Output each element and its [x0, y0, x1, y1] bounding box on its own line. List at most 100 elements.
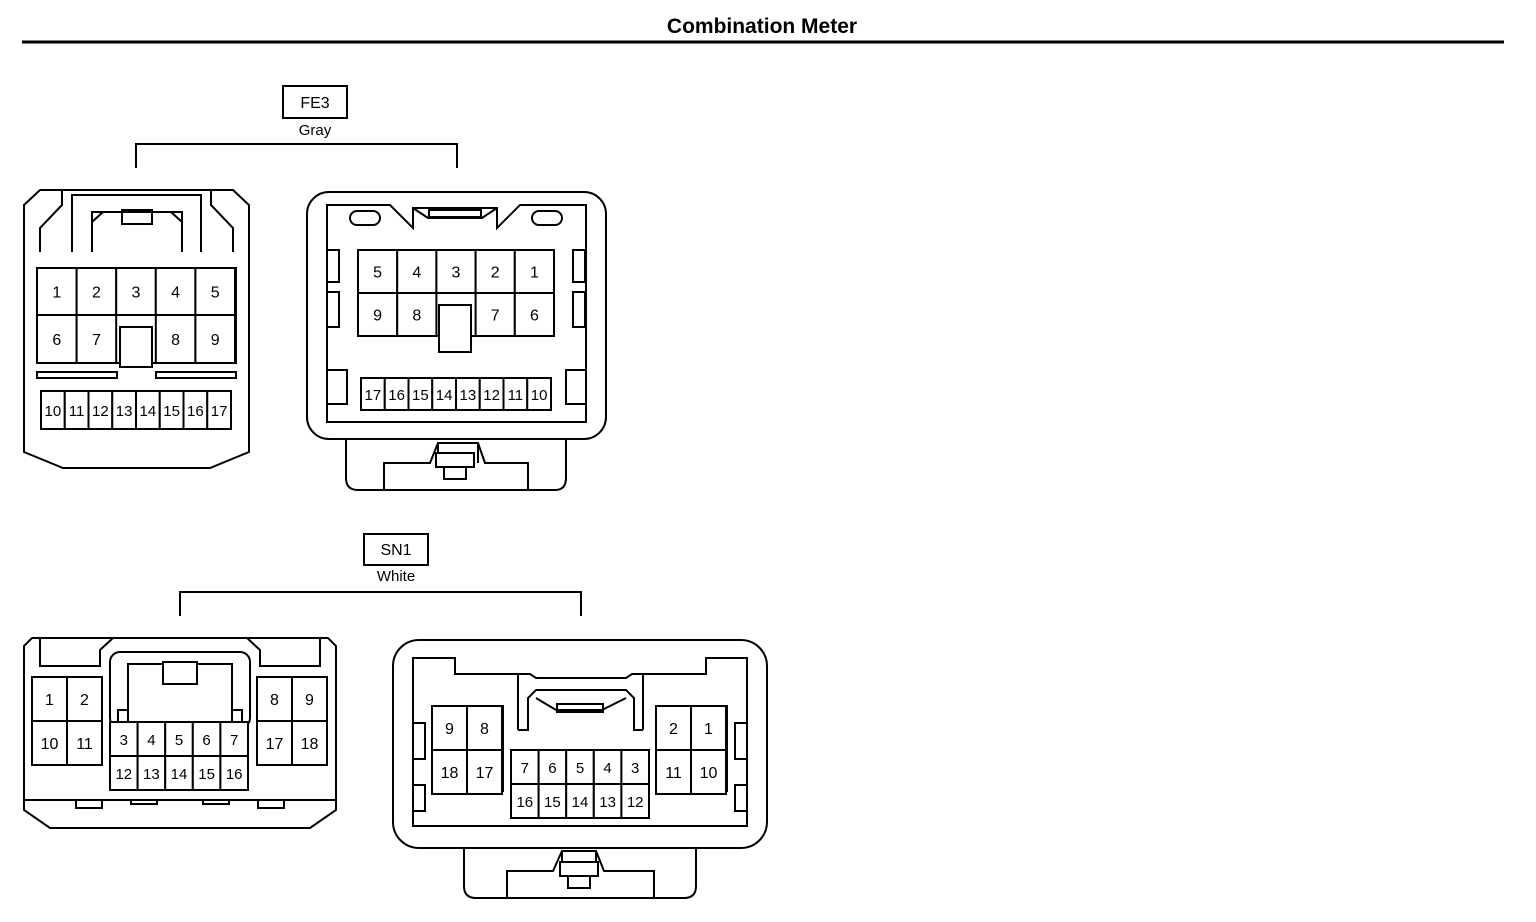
fe3-male-housing	[306, 191, 607, 491]
pin-cavity	[194, 267, 236, 316]
pin-number: 8	[412, 308, 421, 325]
pin-number: 13	[599, 794, 616, 811]
page-title: Combination Meter	[667, 15, 857, 38]
pin-number: 8	[480, 721, 489, 738]
connector-code: FE3	[300, 95, 329, 112]
pin-number: 8	[171, 332, 180, 349]
pin-number: 14	[572, 794, 589, 811]
connector-color: Gray	[299, 122, 332, 139]
pin-number: 13	[116, 403, 133, 420]
pin-number: 4	[147, 732, 155, 749]
pin-cavity	[256, 676, 293, 722]
pin-number: 15	[412, 387, 429, 404]
pin-number: 14	[171, 766, 188, 783]
pin-number: 7	[92, 332, 101, 349]
pin-number: 16	[388, 387, 405, 404]
pin-cavity	[537, 783, 568, 819]
pin-number: 2	[92, 285, 101, 302]
pin-cavity	[431, 749, 468, 795]
pin-number: 9	[305, 692, 314, 709]
pin-number: 16	[226, 766, 243, 783]
pin-number: 6	[202, 732, 210, 749]
pin-number: 14	[436, 387, 453, 404]
pin-number: 15	[163, 403, 180, 420]
connector-code-box	[363, 533, 429, 566]
pin-number: 1	[52, 285, 61, 302]
pin-number: 12	[92, 403, 109, 420]
pin-cavity	[513, 292, 555, 337]
pin-cavity	[219, 755, 249, 791]
pin-number: 10	[531, 387, 548, 404]
pin-cavity	[435, 249, 477, 294]
pin-cavity	[565, 783, 595, 819]
pin-cavity	[154, 314, 197, 364]
pin-number: 4	[171, 285, 180, 302]
pin-number: 15	[198, 766, 215, 783]
pin-number: 16	[516, 794, 533, 811]
pin-number: 1	[45, 692, 54, 709]
pin-number: 14	[140, 403, 157, 420]
pin-cavity	[474, 292, 516, 337]
pin-number: 17	[365, 387, 382, 404]
pin-number: 12	[627, 794, 644, 811]
pin-number: 13	[460, 387, 477, 404]
pin-number: 7	[491, 308, 500, 325]
pin-cavity	[620, 783, 651, 819]
pin-number: 11	[508, 387, 524, 404]
pin-number: 12	[115, 766, 132, 783]
pin-cavity	[31, 720, 68, 766]
pin-number: 5	[373, 265, 382, 282]
pin-cavity	[206, 390, 232, 430]
pin-cavity	[592, 749, 623, 785]
pin-number: 4	[603, 760, 611, 777]
pair-bracket	[179, 591, 582, 616]
connector-code: SN1	[380, 542, 411, 559]
pin-number: 11	[69, 403, 85, 420]
pin-number: 7	[230, 732, 238, 749]
pin-cavity	[36, 314, 78, 364]
pin-cavity	[136, 755, 167, 791]
pin-number: 9	[211, 332, 220, 349]
pin-number: 6	[52, 332, 61, 349]
pin-cavity	[620, 749, 651, 785]
pin-number: 10	[41, 736, 59, 753]
pin-number: 18	[441, 765, 459, 782]
pin-number: 8	[270, 692, 279, 709]
pin-number: 3	[452, 265, 461, 282]
pin-number: 2	[80, 692, 89, 709]
pin-cavity	[396, 249, 438, 294]
pin-number: 11	[665, 765, 682, 782]
pin-cavity	[154, 267, 197, 316]
pin-number: 10	[700, 765, 718, 782]
pin-number: 17	[476, 765, 494, 782]
connector-code-box	[282, 85, 348, 119]
pin-number: 3	[120, 732, 128, 749]
pin-number: 17	[266, 736, 284, 753]
pin-cavity	[510, 749, 540, 785]
pin-number: 15	[544, 794, 561, 811]
pin-number: 12	[483, 387, 500, 404]
pin-cavity	[291, 676, 328, 722]
pin-cavity	[690, 749, 727, 795]
pin-number: 11	[76, 736, 93, 753]
connector-color: White	[377, 568, 415, 585]
pin-number: 5	[576, 760, 584, 777]
pin-cavity	[466, 705, 503, 751]
pin-number: 9	[373, 308, 382, 325]
pin-number: 2	[669, 721, 678, 738]
pin-cavity	[526, 377, 552, 411]
pin-number: 13	[143, 766, 160, 783]
pin-number: 10	[45, 403, 62, 420]
pin-cavity	[75, 314, 118, 364]
pair-bracket	[135, 143, 458, 168]
pin-number: 18	[301, 736, 319, 753]
pin-number: 6	[548, 760, 556, 777]
pin-number: 5	[211, 285, 220, 302]
pin-number: 2	[491, 265, 500, 282]
